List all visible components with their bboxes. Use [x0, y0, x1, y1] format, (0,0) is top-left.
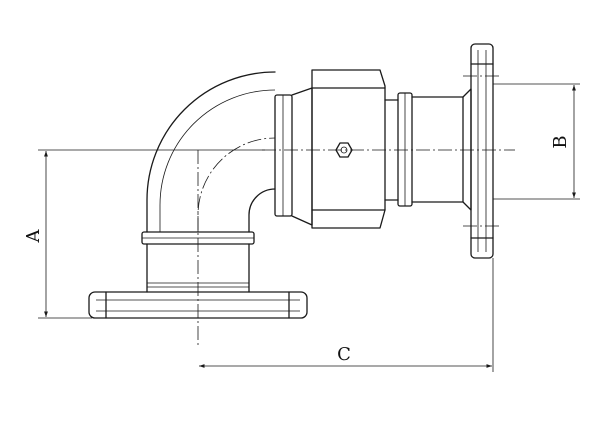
swivel-body [291, 69, 386, 229]
right-collar [397, 92, 413, 207]
dimension-c-label: C [337, 344, 351, 365]
dimension-b-label: B [550, 135, 571, 148]
dimension-a-label: A [23, 229, 44, 244]
right-flange [470, 43, 494, 259]
dimension-b [493, 83, 580, 200]
elbow-centerline [197, 137, 276, 232]
dimension-a [38, 149, 265, 319]
elbow-bend [146, 71, 276, 233]
elbow-collar [274, 94, 293, 217]
dimension-c [199, 258, 494, 372]
